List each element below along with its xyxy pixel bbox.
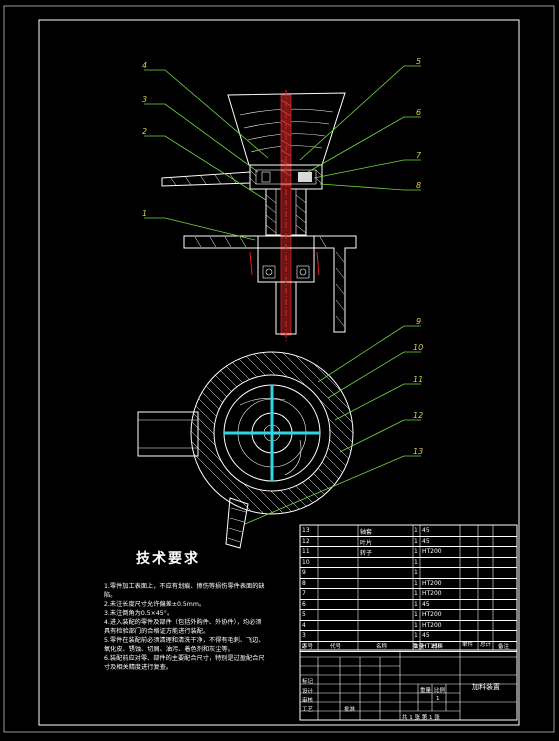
- parts-cell-no: 4: [302, 621, 306, 629]
- title-block-text: 标记 设计 审核 工艺 批准 重量 比例 1 共 1 张 第 1 张 加料装置: [300, 650, 517, 721]
- parts-row: 4 1 HT200: [300, 621, 517, 631]
- parts-cell-qty: 1: [414, 579, 418, 587]
- sheet-frame-inner: [38, 19, 520, 726]
- parts-row: 8 1 HT200: [300, 579, 517, 589]
- parts-cell-no: 10: [302, 558, 310, 566]
- tech-requirement-line: 2.未注长度尺寸允许偏差±0.5mm。: [104, 601, 206, 608]
- hopper-section-view: [161, 90, 357, 342]
- top-view-leaders: [144, 65, 421, 241]
- parts-cell-no: 7: [302, 590, 306, 597]
- sheet-frame-outer: [3, 5, 555, 733]
- parts-cell-no: 5: [302, 611, 306, 618]
- parts-row: 12 叶片 1 45: [300, 537, 517, 547]
- parts-cell-material: 45: [422, 632, 430, 639]
- parts-cell-qty: 1: [414, 548, 418, 555]
- header-remark: 备注: [498, 644, 510, 650]
- parts-row: 10 1: [300, 558, 517, 568]
- parts-cell-no: 11: [302, 548, 310, 555]
- header-code: 代号: [330, 644, 342, 650]
- label-design: 设计: [302, 689, 314, 695]
- parts-cell-no: 12: [302, 537, 310, 545]
- parts-cell-no: 13: [302, 527, 310, 534]
- header-material: 材料: [432, 644, 444, 650]
- tech-requirement-line: 氧化皮、锈蚀、切屑、油污、着色剂和灰尘等。: [104, 646, 234, 653]
- parts-cell-qty: 1: [414, 600, 418, 608]
- parts-row: 11 转子 1 HT200: [300, 547, 517, 558]
- header-single: 单件: [462, 642, 474, 648]
- label-scale: 比例: [434, 688, 446, 694]
- parts-cell-qty: 1: [414, 632, 418, 639]
- parts-cell-material: 45: [422, 600, 430, 608]
- parts-list-header: 序号 代号 名称 数量 材料 单件 总计 备注: [300, 640, 517, 650]
- parts-cell-no: 8: [302, 579, 306, 587]
- tech-requirements-lines: 1.零件加工表面上，不应有划痕、擦伤等损伤零件表面的缺陷。 2.未注长度尺寸允许偏…: [104, 582, 300, 672]
- header-name: 名称: [376, 644, 388, 650]
- label-process: 工艺: [302, 707, 314, 713]
- tech-requirement-line: 具有检验部门的合格证方能进行装配。: [104, 628, 210, 635]
- parts-row: 13 轴套 1 45: [300, 526, 517, 537]
- parts-cell-qty: 1: [414, 590, 418, 597]
- parts-cell-qty: 1: [414, 569, 418, 576]
- tech-requirement-line: 3.未注倒角为0.5×45°。: [104, 610, 174, 617]
- parts-cell-qty: 1: [414, 621, 418, 629]
- parts-cell-material: HT200: [422, 611, 442, 618]
- parts-cell-material: 45: [422, 537, 430, 545]
- label-mark: 标记: [302, 679, 314, 685]
- parts-row: 5 1 HT200: [300, 610, 517, 621]
- parts-cell-material: HT200: [422, 590, 442, 597]
- parts-cell-name: 叶片: [360, 539, 373, 547]
- parts-cell-no: 3: [302, 632, 306, 639]
- parts-cell-material: HT200: [422, 579, 442, 587]
- parts-cell-qty: 1: [414, 537, 418, 545]
- parts-row: 6 1 45: [300, 600, 517, 610]
- label-weight: 重量: [420, 688, 432, 694]
- drawing-name: 加料装置: [472, 683, 500, 691]
- label-check: 审核: [302, 698, 314, 704]
- sheet-count: 共 1 张 第 1 张: [402, 715, 440, 721]
- parts-cell-no: 2: [302, 642, 306, 650]
- tech-requirement-line: 6.装配前应对零、部件的主要配合尺寸，特别是过盈配合尺: [104, 655, 265, 662]
- tech-requirement-line: 1.零件加工表面上，不应有划痕、擦伤等损伤零件表面的缺: [104, 583, 265, 590]
- tech-requirement-line: 4.进入装配的零件及部件（包括外购件、外协件），均必须: [104, 619, 262, 626]
- scale-value: 1: [436, 696, 440, 702]
- parts-row: 2 1 HT150: [300, 642, 517, 652]
- parts-cell-no: 9: [302, 569, 306, 576]
- parts-cell-material: HT150: [422, 642, 442, 650]
- tech-requirement-line: 寸及相关精度进行复查。: [104, 664, 173, 671]
- parts-cell-qty: 1: [414, 642, 418, 650]
- parts-cell-qty: 1: [414, 611, 418, 618]
- parts-cell-material: 45: [422, 527, 430, 534]
- tech-requirements: 技术要求 1.零件加工表面上，不应有划痕、擦伤等损伤零件表面的缺陷。 2.未注长度…: [104, 548, 300, 672]
- label-approve: 批准: [344, 707, 356, 713]
- header-qty: 数量: [413, 644, 425, 650]
- parts-cell-qty: 1: [414, 558, 418, 566]
- parts-cell-material: HT200: [422, 621, 442, 629]
- parts-cell-material: HT200: [422, 548, 442, 555]
- parts-cell-name: 轴套: [360, 529, 373, 536]
- parts-cell-no: 6: [302, 600, 306, 608]
- parts-cell-qty: 1: [414, 527, 418, 534]
- tech-requirement-line: 5.零件在装配前必须清理和清洗干净，不得有毛刺、飞边、: [104, 637, 265, 644]
- parts-row: 3 1 45: [300, 631, 517, 642]
- header-no: 序号: [302, 644, 314, 650]
- title-block: [299, 649, 518, 721]
- tech-requirement-line: 陷。: [104, 592, 117, 599]
- parts-row: 7 1 HT200: [300, 589, 517, 600]
- tech-requirements-title: 技术要求: [136, 551, 200, 567]
- header-total: 总计: [480, 642, 492, 648]
- parts-cell-name: 转子: [360, 550, 373, 557]
- bottom-view-leaders: [244, 325, 421, 525]
